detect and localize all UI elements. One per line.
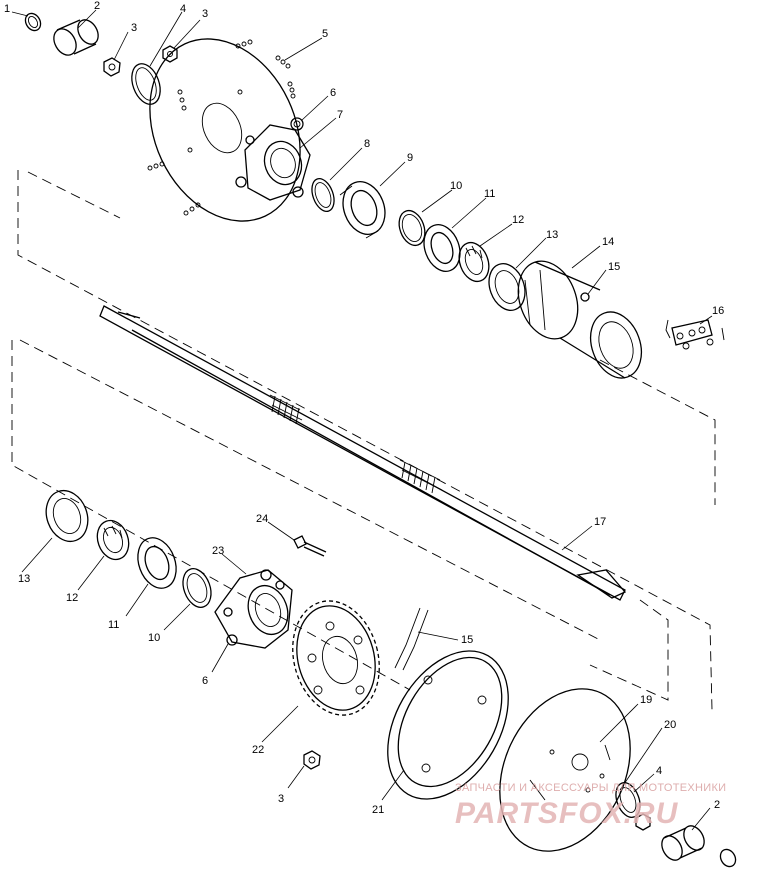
brake-guard-21 xyxy=(387,650,509,800)
callout-4: 4 xyxy=(656,765,662,777)
disc-20 xyxy=(499,688,631,852)
race-13-lower xyxy=(45,489,89,543)
callout-6: 6 xyxy=(330,87,336,99)
callout-4: 4 xyxy=(180,3,186,15)
callout-1: 1 xyxy=(4,3,10,15)
callout-8: 8 xyxy=(364,138,370,150)
bolt-24 xyxy=(293,535,327,557)
callout-6: 6 xyxy=(202,675,208,687)
callout-13: 13 xyxy=(546,229,558,241)
race-11-lower xyxy=(137,537,177,589)
callout-2: 2 xyxy=(714,799,720,811)
alignment-lines xyxy=(11,170,716,711)
callout-7: 7 xyxy=(337,109,343,121)
bushing-2-lower xyxy=(661,825,705,861)
chain-links-16 xyxy=(665,319,725,350)
bearing-9 xyxy=(339,181,386,239)
nut-3-upper xyxy=(162,45,178,63)
snap-ring-1 xyxy=(24,12,42,32)
roller-bearing-12 xyxy=(458,241,490,283)
callout-15: 15 xyxy=(608,261,620,273)
callout-13: 13 xyxy=(18,573,30,585)
callout-3: 3 xyxy=(278,793,284,805)
callout-10: 10 xyxy=(148,632,160,644)
callout-10: 10 xyxy=(450,180,462,192)
callout-12: 12 xyxy=(512,214,524,226)
callout-9: 9 xyxy=(407,152,413,164)
callout-2: 2 xyxy=(94,0,100,12)
callout-11: 11 xyxy=(108,619,119,631)
nut-3-disc xyxy=(635,813,651,831)
snap-ring-1-lower xyxy=(719,848,737,868)
sprocket-22 xyxy=(292,600,380,716)
watermark: ЗАПЧАСТИ И АКСЕССУАРЫ ДЛЯ МОТОТЕХНИКИ PA… xyxy=(455,782,726,830)
ring-4-lower xyxy=(615,782,641,818)
nut-3 xyxy=(103,57,121,77)
grease-fitting-15 xyxy=(580,292,590,302)
leader-lines xyxy=(11,9,713,831)
callout-24: 24 xyxy=(256,513,268,525)
callout-22: 22 xyxy=(252,744,264,756)
bolt-6 xyxy=(290,117,304,131)
callout-labels: 1 2 3 4 3 5 6 7 8 9 10 11 12 13 14 15 16… xyxy=(4,0,724,816)
callout-19: 19 xyxy=(640,694,652,706)
hub-7 xyxy=(235,124,311,201)
callout-20: 20 xyxy=(664,719,676,731)
ring-10 xyxy=(398,209,426,247)
callout-3: 3 xyxy=(131,22,137,34)
race-11 xyxy=(423,224,461,272)
callout-11: 11 xyxy=(484,188,495,200)
nut-3-lower xyxy=(303,750,321,770)
callout-23: 23 xyxy=(212,545,224,557)
hub-23 xyxy=(214,569,293,649)
callout-21: 21 xyxy=(372,804,384,816)
roller-bearing-12-lower xyxy=(96,519,130,561)
watermark-logo: PARTSFOX.RU xyxy=(455,797,679,830)
ring-8 xyxy=(311,178,335,212)
callout-5: 5 xyxy=(322,28,328,40)
callout-17: 17 xyxy=(594,516,606,528)
bushing-2 xyxy=(53,19,99,56)
callout-3: 3 xyxy=(202,8,208,20)
callout-16: 16 xyxy=(712,305,724,317)
callout-12: 12 xyxy=(66,592,78,604)
brake-disc-5 xyxy=(147,38,301,222)
race-13 xyxy=(488,263,526,311)
chain-15-lower xyxy=(394,607,429,671)
callout-15: 15 xyxy=(461,634,473,646)
housing-14 xyxy=(517,260,643,379)
ring-10-lower xyxy=(182,568,212,608)
axle-17 xyxy=(99,305,627,601)
callout-14: 14 xyxy=(602,236,614,248)
watermark-tagline: ЗАПЧАСТИ И АКСЕССУАРЫ ДЛЯ МОТОТЕХНИКИ xyxy=(455,782,726,794)
